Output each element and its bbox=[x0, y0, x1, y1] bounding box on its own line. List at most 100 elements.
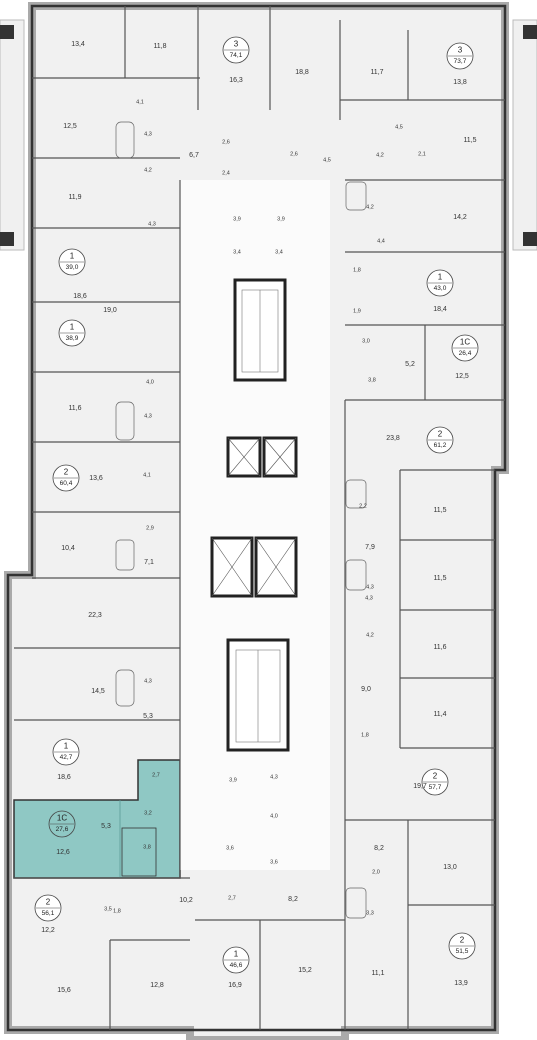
room-area-label: 3,2 bbox=[144, 810, 152, 816]
room-area-label: 11,6 bbox=[68, 405, 81, 412]
apartment-marker[interactable]: 260,4 bbox=[52, 464, 80, 492]
apartment-area: 60,4 bbox=[60, 480, 73, 487]
room-area-label: 13,8 bbox=[453, 79, 467, 86]
room-area-label: 1,9 bbox=[353, 308, 361, 314]
room-area-label: 6,7 bbox=[189, 152, 199, 159]
room-area-label: 9,0 bbox=[361, 686, 371, 693]
room-area-label: 18,6 bbox=[73, 293, 87, 300]
room-area-label: 11,6 bbox=[433, 644, 446, 651]
apartment-marker[interactable]: 138,9 bbox=[58, 319, 86, 347]
left-pillar-2 bbox=[0, 232, 14, 246]
room-area-label: 4,2 bbox=[144, 167, 152, 173]
room-area-label: 10,4 bbox=[61, 545, 75, 552]
room-area-label: 4,0 bbox=[146, 379, 154, 385]
room-area-label: 19,0 bbox=[103, 307, 117, 314]
room-area-label: 7,1 bbox=[144, 559, 154, 566]
room-area-label: 2,4 bbox=[222, 170, 230, 176]
apartment-type: 2 bbox=[46, 898, 51, 907]
room-area-label: 11,9 bbox=[68, 194, 81, 201]
left-pillar bbox=[0, 25, 14, 39]
room-area-label: 4,3 bbox=[148, 221, 156, 227]
room-area-label: 4,0 bbox=[270, 813, 278, 819]
apartment-type: 1 bbox=[64, 742, 69, 751]
room-area-label: 12,8 bbox=[150, 982, 164, 989]
apartment-type: 1С bbox=[460, 338, 470, 347]
room-area-label: 4,3 bbox=[144, 678, 152, 684]
highlighted-bathroom bbox=[121, 827, 157, 877]
room-area-label: 18,8 bbox=[295, 69, 309, 76]
apartment-marker[interactable]: 146,6 bbox=[222, 946, 250, 974]
room-area-label: 23,8 bbox=[386, 435, 400, 442]
room-area-label: 3,8 bbox=[143, 844, 151, 850]
room-area-label: 1,8 bbox=[361, 732, 369, 738]
apartment-marker[interactable]: 251,5 bbox=[448, 932, 476, 960]
apartment-marker[interactable]: 257,7 bbox=[421, 768, 449, 796]
room-area-label: 11,1 bbox=[371, 970, 384, 977]
apartment-area: 46,6 bbox=[230, 962, 243, 969]
room-area-label: 2,6 bbox=[290, 151, 298, 157]
room-area-label: 18,6 bbox=[57, 774, 71, 781]
room-area-label: 19,7 bbox=[413, 783, 427, 790]
room-area-label: 4,2 bbox=[366, 204, 374, 210]
room-area-label: 5,3 bbox=[143, 713, 153, 720]
apartment-marker[interactable]: 256,1 bbox=[34, 894, 62, 922]
apartment-marker[interactable]: 374,1 bbox=[222, 36, 250, 64]
room-area-label: 2,0 bbox=[372, 869, 380, 875]
room-area-label: 16,3 bbox=[229, 77, 243, 84]
apartment-marker[interactable]: 261,2 bbox=[426, 426, 454, 454]
room-area-label: 4,3 bbox=[366, 584, 374, 590]
room-area-label: 3,8 bbox=[368, 377, 376, 383]
room-area-label: 11,8 bbox=[153, 43, 166, 50]
apartment-marker[interactable]: 143,0 bbox=[426, 269, 454, 297]
apartment-marker[interactable]: 142,7 bbox=[52, 738, 80, 766]
apartment-type: 2 bbox=[64, 468, 69, 477]
room-area-label: 1,8 bbox=[353, 267, 361, 273]
room-area-label: 18,4 bbox=[433, 306, 447, 313]
room-area-label: 22,3 bbox=[88, 612, 102, 619]
room-area-label: 2,7 bbox=[228, 895, 236, 901]
apartment-marker[interactable]: 373,7 bbox=[446, 42, 474, 70]
right-column-shadow bbox=[512, 19, 537, 251]
apartment-area: 57,7 bbox=[429, 784, 442, 791]
room-area-label: 3,5 bbox=[104, 906, 112, 912]
room-area-label: 4,3 bbox=[365, 595, 373, 601]
left-column-shadow bbox=[0, 19, 25, 251]
room-area-label: 13,6 bbox=[89, 475, 103, 482]
apartment-type: 2 bbox=[438, 430, 443, 439]
room-area-label: 2,7 bbox=[152, 772, 160, 778]
apartment-type: 3 bbox=[458, 46, 463, 55]
room-area-label: 13,9 bbox=[454, 980, 468, 987]
apartment-type: 1 bbox=[70, 323, 75, 332]
apartment-area: 74,1 bbox=[230, 52, 243, 59]
room-area-label: 1,8 bbox=[113, 908, 121, 914]
apartment-area: 42,7 bbox=[60, 754, 73, 761]
room-area-label: 3,9 bbox=[233, 216, 241, 222]
room-area-label: 12,2 bbox=[41, 927, 55, 934]
apartment-area: 38,9 bbox=[66, 335, 79, 342]
room-area-label: 4,3 bbox=[144, 413, 152, 419]
room-area-label: 7,9 bbox=[365, 544, 375, 551]
room-area-label: 2,2 bbox=[359, 503, 367, 509]
room-area-label: 2,1 bbox=[418, 151, 426, 157]
room-area-label: 3,6 bbox=[270, 859, 278, 865]
apartment-marker[interactable]: 139,0 bbox=[58, 248, 86, 276]
bathroom-fixtures bbox=[115, 121, 367, 919]
room-area-label: 3,0 bbox=[362, 338, 370, 344]
apartment-type: 1 bbox=[438, 273, 443, 282]
room-area-label: 4,2 bbox=[366, 632, 374, 638]
room-area-label: 2,9 bbox=[146, 525, 154, 531]
room-area-label: 5,2 bbox=[405, 361, 415, 368]
apartment-area: 43,0 bbox=[434, 285, 447, 292]
apartment-type: 2 bbox=[433, 772, 438, 781]
room-area-label: 4,3 bbox=[270, 774, 278, 780]
room-area-label: 3,9 bbox=[277, 216, 285, 222]
room-area-label: 3,4 bbox=[233, 249, 241, 255]
walls bbox=[14, 6, 505, 1030]
apartment-area: 56,1 bbox=[42, 910, 55, 917]
apartment-type: 1 bbox=[70, 252, 75, 261]
room-area-label: 14,5 bbox=[91, 688, 105, 695]
